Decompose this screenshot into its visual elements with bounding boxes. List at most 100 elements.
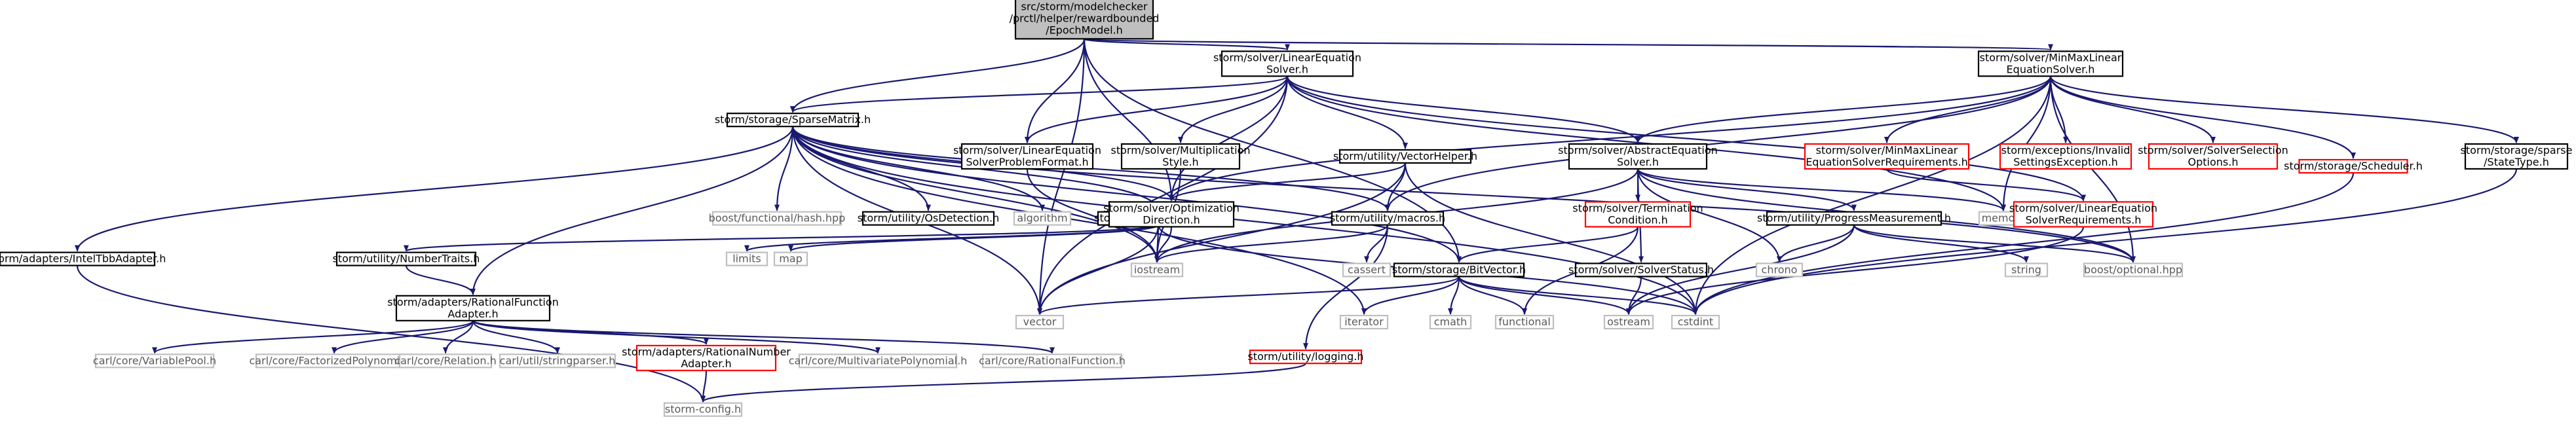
edge-lesformat-to-iostream [1026,168,1160,263]
node-bitvector[interactable]: storm/storage/BitVector.h [1392,262,1526,278]
node-box [1999,143,2132,170]
edge-bitvector-to-ostream [1458,276,1631,316]
edge-bitvector-to-cstdint [1458,276,1698,316]
node-label-line: storm/storage/BitVector.h [1392,263,1526,276]
node-label-line: carl/core/VariablePool.h [93,354,216,367]
node-label-line: storm/adapters/RationalFunction [387,296,559,308]
node-ratfn: carl/core/RationalFunction.h [979,353,1126,369]
edge-root-to-lineq [1083,38,1290,51]
node-lesformat[interactable]: storm/solver/LinearEquationSolverProblem… [953,143,1101,170]
edge-ratnum-to-stormconfig [700,370,708,403]
node-macros[interactable]: storm/utility/macros.h [1330,211,1445,226]
node-label-line: storm/storage/SparseMatrix.h [715,113,871,126]
node-label-line: storm/utility/NumberTraits.h [333,253,480,265]
node-label-line: Adapter.h [447,308,498,320]
edge-logging-to-stormconfig [700,363,1307,403]
node-scheduler[interactable]: storm/storage/Scheduler.h [2284,158,2423,174]
node-label-line: storm/utility/macros.h [1330,212,1445,225]
dependency-edges [75,38,2519,403]
node-invalid[interactable]: storm/exceptions/InvalidSettingsExceptio… [1999,143,2132,170]
edge-constants-to-numtraits [404,224,1160,252]
node-root[interactable]: src/storm/modelchecker/prctl/helper/rewa… [1010,0,1160,40]
node-label-line: map [779,253,803,265]
node-label-line: cstdint [1678,316,1713,328]
node-label-line: functional [1498,316,1551,328]
edge-minmax-to-abseq [1635,76,2052,143]
node-box [1603,314,1654,330]
node-algorithm: algorithm [1013,211,1072,226]
node-box [862,211,995,226]
edge-minmax-to-cstdint [1693,76,2052,316]
node-osdetect[interactable]: storm/utility/OsDetection.h [858,211,999,226]
node-box [711,211,843,226]
node-label-line: Direction.h [1143,213,1200,226]
node-box [1755,262,1804,278]
node-box [981,353,1123,369]
node-label-line: SolverProblemFormat.h [966,156,1088,168]
edge-sparse-to-iterator [791,126,1367,316]
edge-statetype-to-cstdint [1693,168,2518,316]
edge-sparse-to-boosthash [774,126,794,211]
node-label-line: storm/solver/Multiplication [1111,144,1251,156]
edge-minmax-to-macros [1385,76,2052,211]
node-sparse[interactable]: storm/storage/SparseMatrix.h [715,113,871,128]
node-label-line: EquationSolverRequirements.h [1806,156,1968,168]
edge-mmreq-to-lesreq [1885,168,2086,202]
node-strparser: carl/util/stringparser.h [499,353,616,369]
node-box [1429,314,1472,330]
edge-minmax-to-optdir [1169,76,2052,202]
node-inteltbb[interactable]: storm/adapters/IntelTbbAdapter.h [0,251,166,266]
node-vechelper[interactable]: storm/utility/VectorHelper.h [1333,149,1477,164]
node-numtraits[interactable]: storm/utility/NumberTraits.h [333,251,480,266]
node-label-line: storm/storage/Scheduler.h [2284,160,2423,172]
edge-vechelper-to-cstdint [1404,162,1698,316]
node-box [2004,262,2049,278]
node-label-line: algorithm [1017,212,1067,225]
node-box [1015,314,1065,330]
edge-ratfunc-to-multipoly [472,319,881,354]
edge-ratfunc-to-strparser [472,320,560,354]
node-box [663,402,743,417]
node-box [1108,201,1235,228]
node-label-line: boost/functional/hash.hpp [709,212,846,225]
node-mmreq[interactable]: storm/solver/MinMaxLinearEquationSolverR… [1804,143,1970,170]
edge-bitvector-to-functional [1458,276,1527,316]
node-label-line: iostream [1134,263,1180,276]
node-box [1130,262,1184,278]
edge-minmax-to-mmreq [1884,76,2052,143]
node-minmax[interactable]: storm/solver/MinMaxLinearEquationSolver.… [1977,50,2124,77]
node-progress[interactable]: storm/utility/ProgressMeasurement.h [1757,211,1951,226]
node-box [1574,262,1708,278]
node-stormconfig: storm-config.h [663,402,743,417]
node-box [94,353,215,369]
node-limits: limits [725,251,768,266]
node-solverstatus[interactable]: storm/solver/SolverStatus.h [1568,262,1714,278]
node-box [2083,262,2184,278]
edge-minmax-to-statetype [2049,76,2519,143]
node-statetype[interactable]: storm/storage/sparse/StateType.h [2461,143,2573,170]
node-label-line: cassert [1348,263,1386,276]
node-box [2013,201,2154,228]
node-logging[interactable]: storm/utility/logging.h [1247,350,1364,365]
edge-lineq-to-vechelper [1286,76,1408,149]
node-label-line: Solver.h [1617,156,1659,168]
node-box [335,251,477,266]
node-label-line: Options.h [2188,156,2239,168]
node-box [1568,143,1708,170]
node-boosthash: boost/functional/hash.hpp [709,211,846,226]
node-lesreq[interactable]: storm/solver/LinearEquationSolverRequire… [2009,201,2157,228]
node-factpoly: carl/core/FactorizedPolynomial.h [249,353,419,369]
node-label-line: Condition.h [1608,213,1668,226]
edge-progress-to-string [1853,225,2029,263]
edge-sparse-to-boostopt [791,126,2136,263]
node-label-line: carl/core/RationalFunction.h [979,354,1126,367]
edge-lineq-to-multstyle [1178,76,1289,143]
